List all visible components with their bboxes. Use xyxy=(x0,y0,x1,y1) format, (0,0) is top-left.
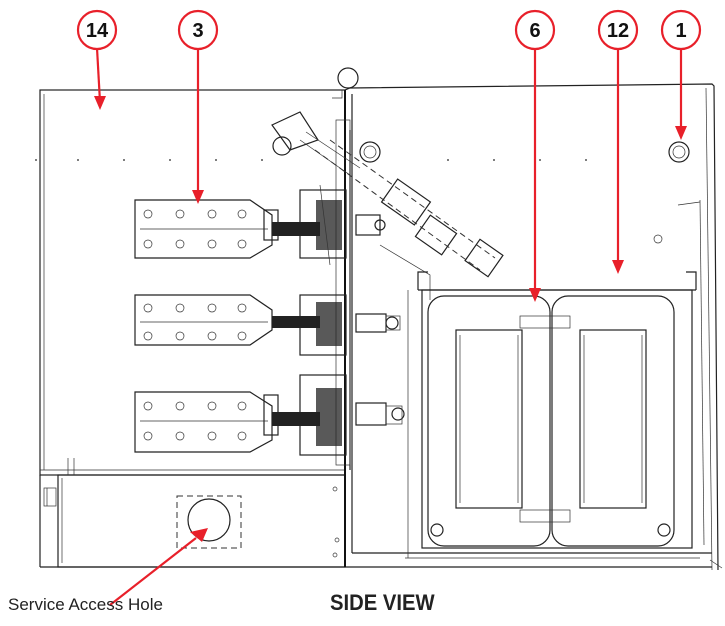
callout-6: 6 xyxy=(514,9,556,51)
callout-14-label: 14 xyxy=(86,20,109,42)
right-enclosure xyxy=(334,83,723,571)
mounting-rail xyxy=(335,90,351,567)
callout-3-label: 3 xyxy=(192,20,203,42)
callout-12-label: 12 xyxy=(607,20,629,42)
view-title: SIDE VIEW xyxy=(330,590,435,615)
breaker-assembly-bottom xyxy=(263,374,405,456)
callout-arrows xyxy=(94,47,687,606)
terminal-plate-bottom xyxy=(134,391,273,453)
terminal-plate-middle xyxy=(134,294,273,346)
service-access-hole-label: Service Access Hole xyxy=(8,595,163,614)
angled-fuse-assembly xyxy=(271,111,504,300)
callout-1-label: 1 xyxy=(675,20,686,42)
terminal-plate-top xyxy=(134,199,273,259)
left-enclosure xyxy=(39,89,346,568)
callout-14: 14 xyxy=(76,9,118,51)
callout-12: 12 xyxy=(597,9,639,51)
guide-dots xyxy=(35,159,587,161)
callout-6-label: 6 xyxy=(529,20,540,42)
transformer xyxy=(405,271,700,559)
lifting-eye xyxy=(332,67,359,99)
callout-3: 3 xyxy=(177,9,219,51)
service-access-hole xyxy=(176,495,242,549)
breaker-assembly-middle xyxy=(272,294,401,356)
breaker-assembly-top xyxy=(263,184,386,266)
callout-1: 1 xyxy=(660,9,702,51)
